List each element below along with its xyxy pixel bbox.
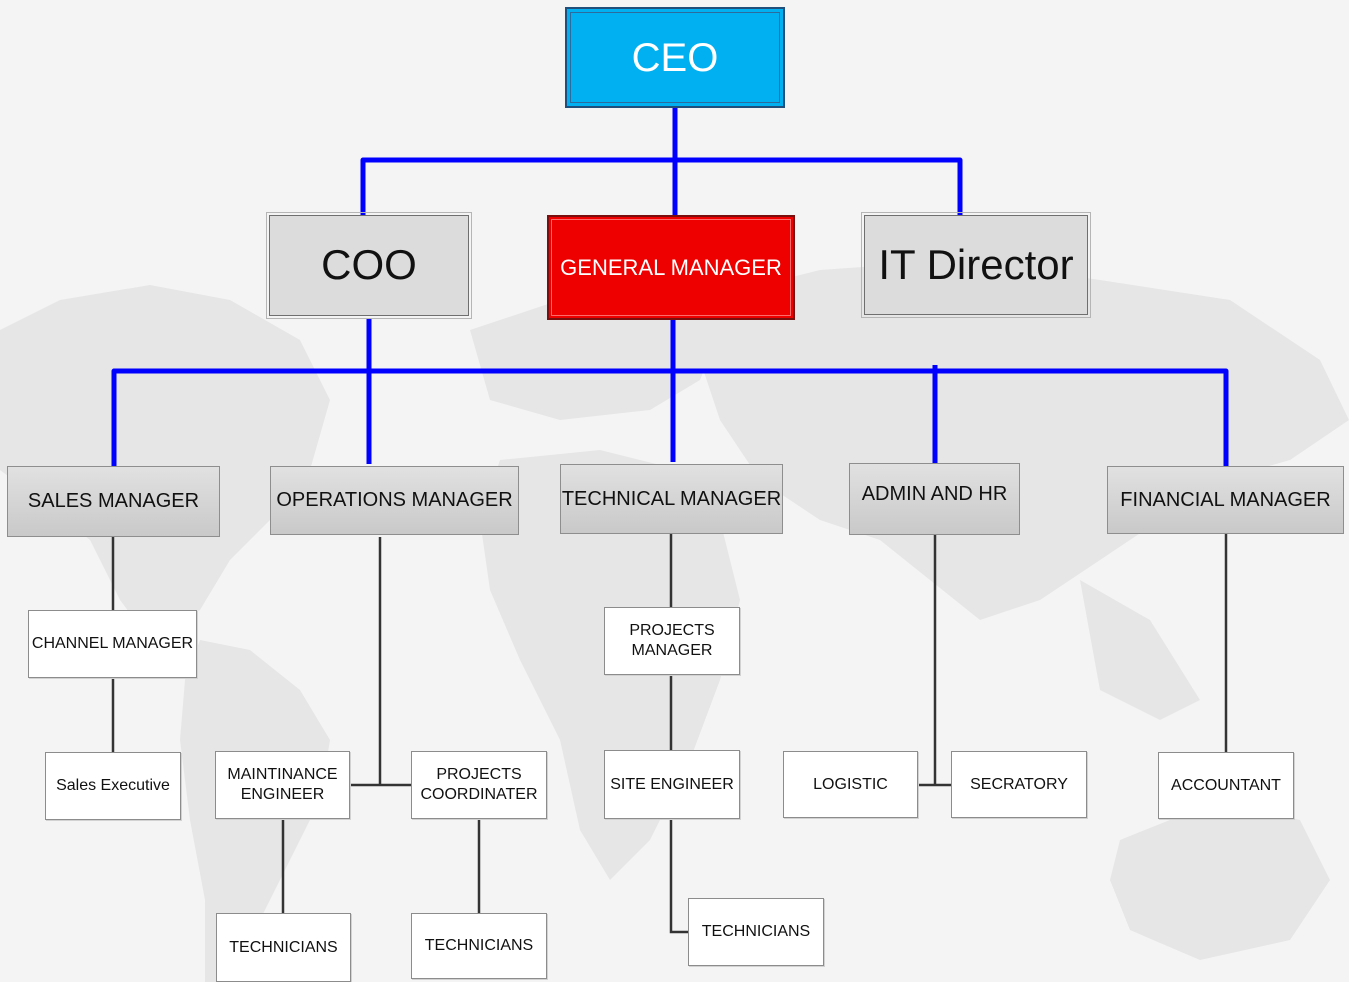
secretary-label: SECRATORY (970, 775, 1068, 793)
projects-manager-label: PROJECTS MANAGER (629, 622, 715, 659)
channel-manager-label: CHANNEL MANAGER (31, 635, 194, 652)
site-engineer-label: SITE ENGINEER (610, 775, 734, 793)
coo-box: COO (266, 212, 472, 319)
it-director-label: IT Director (878, 240, 1074, 288)
ceo-box: CEO (565, 7, 785, 108)
ceo-label: CEO (631, 35, 719, 80)
coo-label: COO (321, 241, 417, 289)
secretary-box: SECRATORY (951, 751, 1087, 818)
accountant-box: ACCOUNTANT (1158, 752, 1294, 819)
technicians-box-right: TECHNICIANS (411, 913, 547, 979)
channel-manager-box: CHANNEL MANAGER (28, 610, 197, 678)
technicians-technical-label: TECHNICIANS (701, 923, 811, 940)
sales-executive-label: Sales Executive (56, 777, 170, 794)
general-manager-label: GENERAL MANAGER (560, 254, 782, 280)
logistic-box: LOGISTIC (783, 751, 918, 818)
operations-manager-box: OPERATIONS MANAGER (270, 466, 519, 535)
technicians-box-left: TECHNICIANS (216, 913, 351, 982)
maintenance-engineer-box: MAINTINANCE ENGINEER (215, 751, 350, 819)
accountant-label: ACCOUNTANT (1171, 776, 1281, 794)
technicians-left-label: TECHNICIANS (229, 938, 338, 956)
logistic-label: LOGISTIC (813, 775, 888, 793)
general-manager-box: GENERAL MANAGER (547, 215, 795, 320)
managers-connector (111, 368, 1229, 466)
maintenance-engineer-label: MAINTINANCE ENGINEER (227, 766, 338, 803)
sales-manager-label: SALES MANAGER (27, 490, 200, 512)
technical-branch-line (669, 534, 688, 934)
projects-coordinator-box: PROJECTS COORDINATER (411, 751, 547, 819)
operations-manager-label: OPERATIONS MANAGER (276, 489, 513, 511)
projects-coordinator-label: PROJECTS COORDINATER (420, 766, 538, 803)
technical-manager-box: TECHNICAL MANAGER (560, 464, 783, 534)
level1-connector (360, 157, 963, 215)
technical-manager-label: TECHNICAL MANAGER (561, 487, 782, 510)
operations-technicians-lines (281, 819, 481, 913)
sales-executive-box: Sales Executive (45, 752, 181, 820)
financial-manager-box: FINANCIAL MANAGER (1107, 466, 1344, 534)
financial-manager-label: FINANCIAL MANAGER (1120, 488, 1331, 511)
it-director-box: IT Director (861, 212, 1091, 318)
site-engineer-box: SITE ENGINEER (604, 750, 740, 819)
sales-manager-box: SALES MANAGER (7, 466, 220, 537)
technicians-right-label: TECHNICIANS (424, 937, 534, 954)
technicians-box-technical: TECHNICIANS (688, 898, 824, 966)
admin-hr-box: ADMIN AND HR (849, 463, 1020, 535)
admin-hr-label: ADMIN AND HR (861, 483, 1008, 505)
admin-branch-line (918, 535, 951, 787)
projects-manager-box: PROJECTS MANAGER (604, 607, 740, 675)
operations-branch-line (350, 537, 411, 787)
